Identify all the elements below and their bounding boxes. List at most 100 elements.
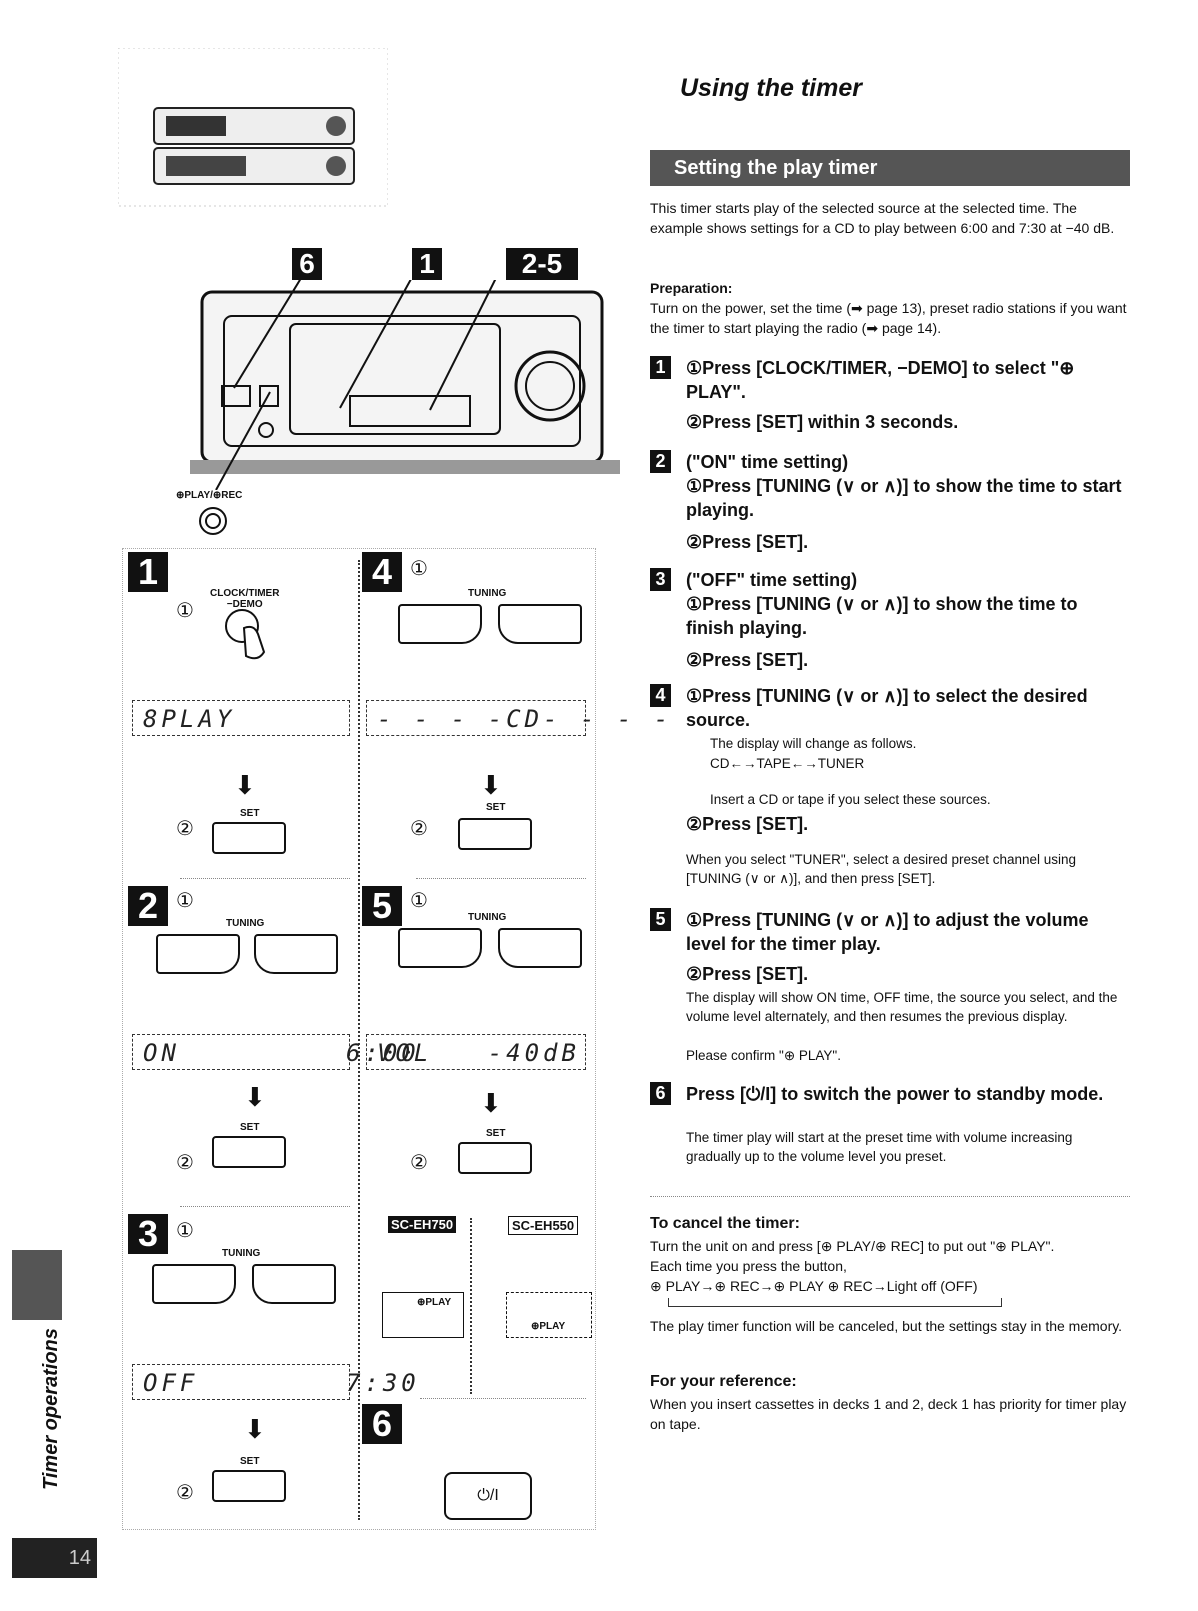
step-5-line2: ②Press [SET]. (686, 964, 809, 984)
panel-2-circ2: ② (176, 1152, 194, 1174)
down-arrow-icon: ⬇ (480, 770, 502, 800)
tuning-up-button-icon (498, 928, 582, 968)
play-rec-button-icon (199, 507, 227, 535)
set-label: SET (486, 802, 506, 813)
cancel-text2: Each time you press the button, (650, 1258, 847, 1274)
separator (420, 1398, 586, 1399)
panel-3-circ1: ① (176, 1220, 194, 1242)
tuning-down-button-icon (156, 934, 240, 974)
cancel-flow: ⊕ PLAY→⊕ REC→⊕ PLAY ⊕ REC→Light off (OFF… (650, 1278, 978, 1294)
panel-1-circ2: ② (176, 818, 194, 840)
sidebar-tab (12, 1250, 62, 1320)
tuning-down-button-icon (398, 928, 482, 968)
panel-4-circ2: ② (410, 818, 428, 840)
clock-timer-label: CLOCK/TIMER −DEMO (210, 588, 280, 610)
reference-text: When you insert cassettes in decks 1 and… (650, 1396, 1127, 1432)
lcd-off-display: OFF 7:30 (132, 1364, 416, 1400)
panel-5-circ2: ② (410, 1152, 428, 1174)
step-1-line1: ①Press [CLOCK/TIMER, −DEMO] to select "⊕… (686, 358, 1075, 402)
lcd-volume-display: VOL -40dB (366, 1034, 586, 1070)
down-arrow-icon: ⬇ (480, 1088, 502, 1118)
cancel-text3: The play timer function will be canceled… (650, 1318, 1123, 1334)
lcd-on-display: ON 6:00 (132, 1034, 416, 1070)
step-4-flow: CD←→TAPE←→TUNER (710, 756, 865, 771)
step-6: 6 Press [⏻/I] to switch the power to sta… (650, 1082, 1130, 1164)
step-number: 4 (650, 684, 671, 707)
down-arrow-icon: ⬇ (234, 770, 256, 800)
down-arrow-icon: ⬇ (244, 1414, 266, 1444)
lcd-cd-display: - - - -CD- - - - (366, 700, 668, 736)
step-3-line1: ("OFF" time setting) (686, 570, 858, 590)
steps-panel (122, 548, 596, 1530)
page-title: Using the timer (680, 74, 862, 102)
set-label: SET (240, 808, 260, 819)
tuning-up-button-icon (252, 1264, 336, 1304)
step-number: 6 (650, 1082, 671, 1105)
step-4-note3: When you select "TUNER", select a desire… (686, 852, 1077, 886)
callout-6: 6 (292, 248, 322, 280)
tuning-up-button-icon (254, 934, 338, 974)
tuning-label: TUNING (468, 912, 507, 923)
callout-2-5: 2-5 (506, 248, 578, 280)
step-2-line3: ②Press [SET]. (686, 532, 809, 552)
cancel-text1: Turn the unit on and press [⊕ PLAY/⊕ REC… (650, 1238, 1055, 1254)
power-standby-button-icon: ⏻/I (444, 1472, 532, 1520)
oplay-label: ⊕PLAY (531, 1321, 566, 1332)
stereo-unit-illustration (190, 280, 620, 490)
step-3: 3 ("OFF" time setting) ①Press [TUNING (∨… (650, 568, 1130, 670)
lcd-play-display: 8PLAY (132, 700, 350, 736)
step-6-note1: The timer play will start at the preset … (686, 1130, 1073, 1164)
cancel-heading: To cancel the timer: (650, 1215, 800, 1232)
set-button-icon (458, 818, 532, 850)
down-arrow-icon: ⬇ (244, 1082, 266, 1112)
tuning-down-button-icon (152, 1264, 236, 1304)
step-4-note2: Insert a CD or tape if you select these … (710, 792, 991, 807)
intro-text: This timer starts play of the selected s… (650, 200, 1115, 236)
step-4-line2: ②Press [SET]. (686, 814, 809, 834)
step-5-line1: ①Press [TUNING (∨ or ∧)] to adjust the v… (686, 910, 1089, 954)
step-4-note1: The display will change as follows. (710, 736, 917, 751)
cancel-flow-return-arrow (668, 1298, 1002, 1307)
step-5-note2: Please confirm "⊕ PLAY". (686, 1048, 841, 1063)
set-label: SET (240, 1122, 260, 1133)
callout-1: 1 (412, 248, 442, 280)
step-number: 5 (650, 908, 671, 931)
step-2-line2: ①Press [TUNING (∨ or ∧)] to show the tim… (686, 476, 1122, 520)
divider (650, 1196, 1130, 1197)
panel-3-circ2: ② (176, 1482, 194, 1504)
set-label: SET (240, 1456, 260, 1467)
preparation-heading: Preparation: (650, 280, 733, 296)
separator (180, 878, 350, 879)
set-button-icon (212, 822, 286, 854)
tuning-label: TUNING (222, 1248, 261, 1259)
set-button-icon (212, 1136, 286, 1168)
reference-heading: For your reference: (650, 1373, 797, 1390)
step-4: 4 ①Press [TUNING (∨ or ∧)] to select the… (650, 684, 1130, 886)
clock-timer-button-icon (225, 609, 266, 660)
set-button-icon (458, 1142, 532, 1174)
tuning-label: TUNING (226, 918, 265, 929)
step-1-line2: ②Press [SET] within 3 seconds. (686, 412, 959, 432)
tuning-up-button-icon (498, 604, 582, 644)
separator (416, 878, 586, 879)
step-number: 2 (650, 450, 671, 473)
panel-5-circ1: ① (410, 890, 428, 912)
model-sc-eh550-badge: SC-EH550 (508, 1216, 579, 1235)
step-6-line1: Press [⏻/I] to switch the power to stand… (686, 1084, 1104, 1104)
tuning-label: TUNING (468, 588, 507, 599)
panel-divider (358, 560, 360, 1520)
model-divider (470, 1218, 472, 1394)
panel-1-circ1: ① (176, 600, 194, 622)
step-1: 1 ①Press [CLOCK/TIMER, −DEMO] to select … (650, 356, 1130, 432)
panel-6-number: 6 (362, 1404, 402, 1444)
panel-5-number: 5 (362, 886, 402, 926)
eh550-play-panel: ⊕PLAY (506, 1292, 592, 1338)
step-4-line1: ①Press [TUNING (∨ or ∧)] to select the d… (686, 686, 1088, 730)
model-sc-eh750-badge: SC-EH750 (388, 1216, 457, 1233)
panel-3-number: 3 (128, 1214, 168, 1254)
tuning-down-button-icon (398, 604, 482, 644)
play-rec-label: ⊕PLAY/⊕REC (176, 490, 243, 501)
step-5-note1: The display will show ON time, OFF time,… (686, 990, 1118, 1024)
step-2-line1: ("ON" time setting) (686, 452, 849, 472)
unit-thumbnail (118, 48, 388, 207)
